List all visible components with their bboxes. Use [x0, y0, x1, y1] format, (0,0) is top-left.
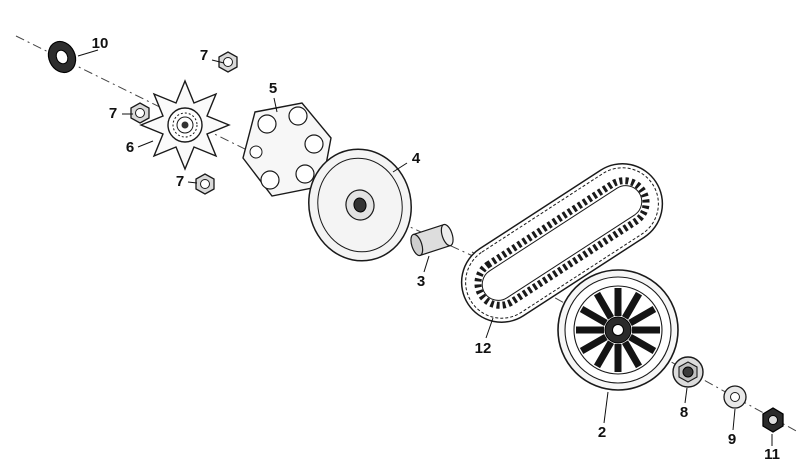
callout-label-7-top: 7	[200, 47, 208, 64]
callout-label-7-bottom: 7	[176, 173, 184, 190]
part-hex-nut-7-left	[130, 102, 150, 124]
part-drive-face-4	[308, 148, 412, 262]
callout-label-6: 6	[126, 139, 134, 156]
part-washer-10	[47, 40, 77, 74]
leader-line-8	[684, 387, 688, 404]
leader-line-10	[77, 49, 99, 57]
leader-lines	[77, 49, 773, 446]
part-flange-nut-8	[672, 356, 704, 388]
callout-label-2: 2	[598, 424, 606, 441]
callout-label-7-left: 7	[109, 105, 117, 122]
leader-line-9	[732, 408, 736, 431]
callout-label-12: 12	[475, 340, 492, 357]
part-drive-belt-12	[460, 163, 664, 323]
leader-line-3	[423, 255, 430, 273]
callout-label-11: 11	[764, 446, 780, 463]
part-spacer-3	[410, 223, 454, 257]
callout-label-10: 10	[92, 35, 109, 52]
callout-labels: 10 7 5 7 6 7 4 3 12 2 8 9 11	[92, 35, 780, 463]
leader-line-5	[273, 97, 278, 113]
callout-label-3: 3	[417, 273, 425, 290]
leader-line-2	[603, 391, 609, 424]
part-fan-plate-6	[139, 79, 231, 171]
part-hex-nut-7-top	[218, 51, 238, 73]
part-hex-nut-7-bottom	[195, 173, 215, 195]
leader-line-6	[137, 140, 154, 148]
leader-line-12	[485, 317, 494, 339]
callout-label-5: 5	[269, 80, 277, 97]
part-lock-nut-11	[762, 407, 784, 433]
callout-label-4: 4	[412, 150, 421, 167]
leader-line-4	[392, 162, 408, 173]
callout-label-9: 9	[728, 431, 736, 448]
part-washer-9	[723, 385, 747, 409]
leader-line-7-bottom	[187, 181, 198, 184]
part-driven-pulley-2	[557, 269, 679, 391]
callout-label-8: 8	[680, 404, 688, 421]
leader-line-7-top	[211, 59, 225, 64]
part-roller-plate-5	[242, 102, 332, 197]
